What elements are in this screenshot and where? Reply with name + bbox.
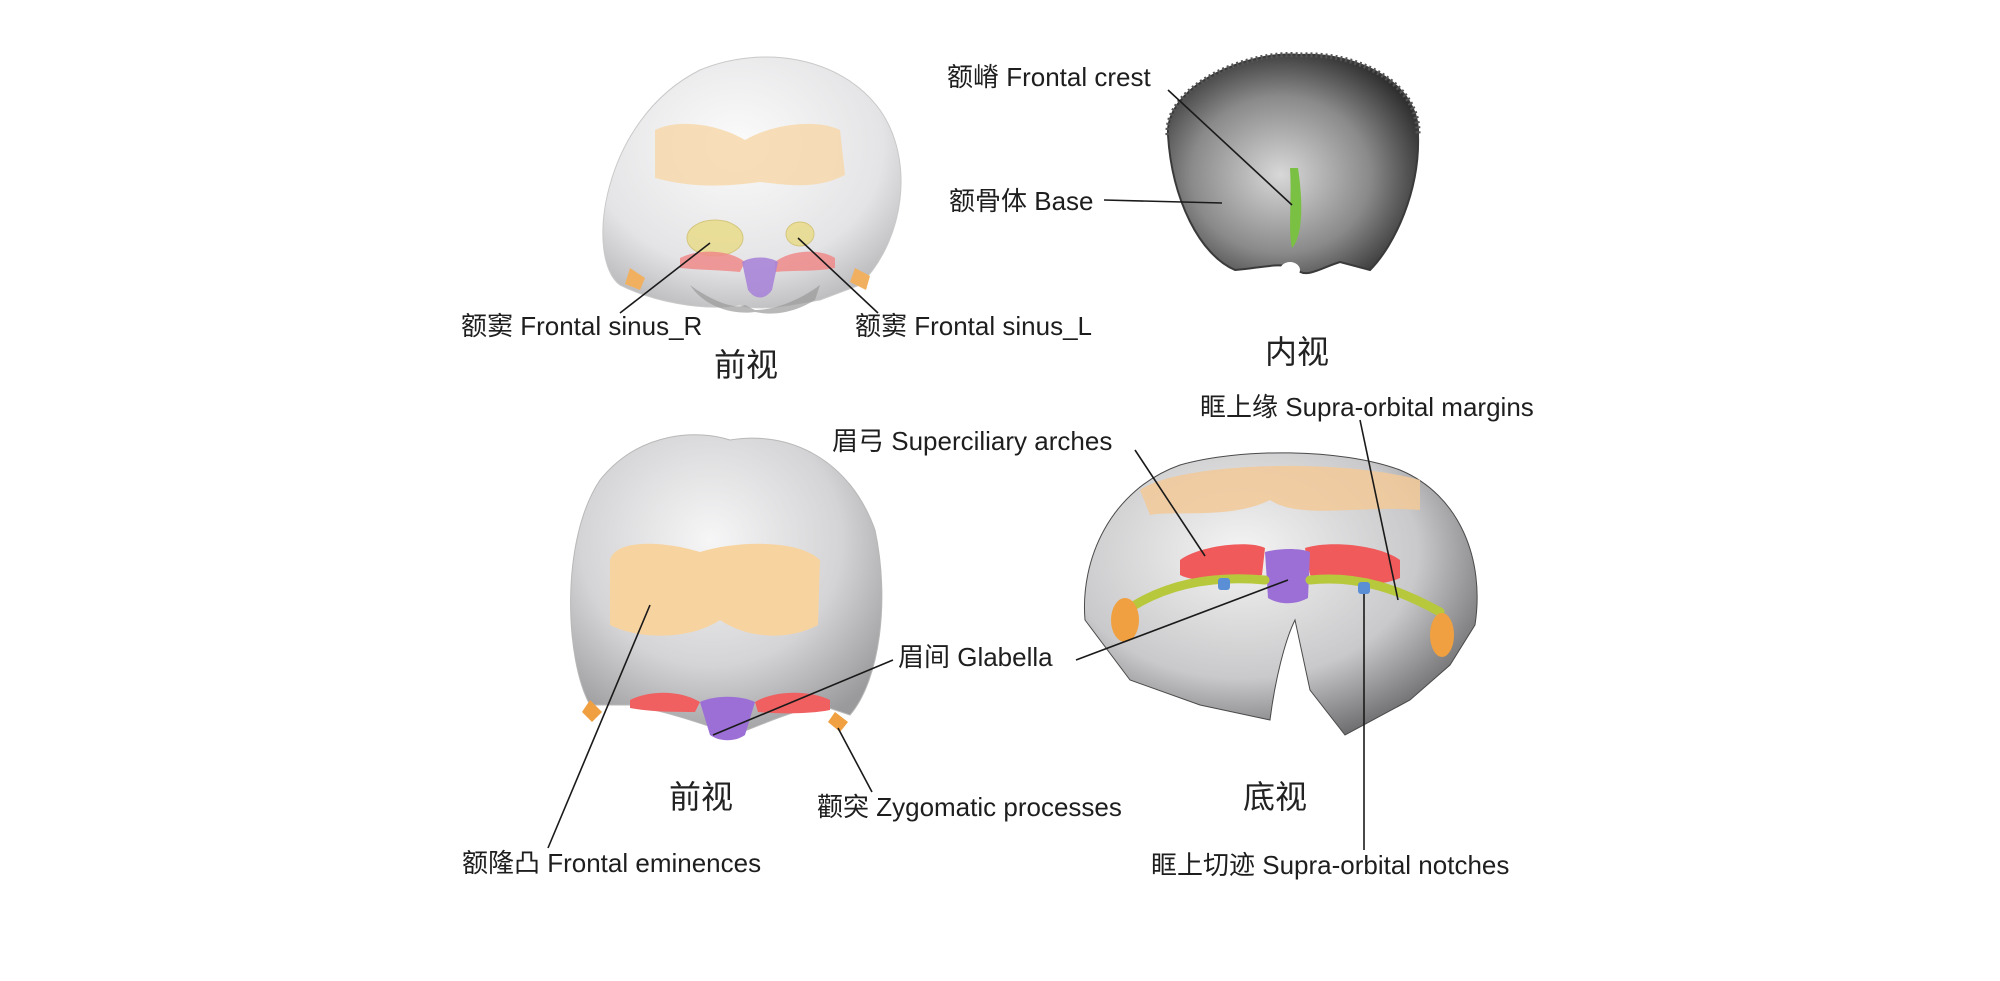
view-front-bottom (570, 434, 883, 741)
view-caption-bottom: 底视 (1243, 778, 1308, 816)
leader-frontal-sinus-l (797, 237, 879, 314)
view-caption-front-top: 前视 (714, 346, 779, 384)
leader-frontal-eminences (547, 604, 651, 849)
leader-zygomatic (837, 727, 873, 793)
supra-orbital-notch-shape (1358, 582, 1370, 594)
glabella-bottom (1265, 549, 1310, 604)
frontal-sinus-left-shape (785, 221, 815, 247)
label-base: 额骨体 Base (949, 186, 1094, 216)
frontal-eminence-front-top (655, 123, 845, 186)
superciliary-arch-bottom-right (1180, 544, 1265, 581)
label-frontal-crest: 额嵴 Frontal crest (947, 62, 1151, 92)
view-caption-front-bottom: 前视 (669, 778, 734, 816)
leader-frontal-sinus-r (619, 242, 711, 314)
frontal-eminence-bottom (1140, 465, 1420, 515)
leader-supra-orbital-margins (1359, 419, 1399, 601)
label-frontal-sinus-r: 额窦 Frontal sinus_R (461, 311, 703, 341)
crista-notch (1280, 262, 1300, 278)
label-supra-orbital-notches: 眶上切迹 Supra-orbital notches (1151, 850, 1510, 880)
label-superciliary-arches: 眉弓 Superciliary arches (832, 426, 1113, 456)
superciliary-arch-front-bottom (630, 692, 830, 714)
label-glabella: 眉间 Glabella (898, 642, 1053, 672)
superciliary-arch-front-top (680, 251, 835, 272)
zygomatic-bottom-right (1111, 598, 1139, 642)
label-frontal-eminences: 额隆凸 Frontal eminences (462, 848, 762, 878)
glabella-front-top (742, 257, 778, 298)
leader-superciliary-arches (1134, 449, 1206, 557)
leader-glabella-front-view (712, 659, 894, 736)
supra-orbital-notch-right-shape (1218, 578, 1230, 590)
label-frontal-sinus-l: 额窦 Frontal sinus_L (855, 311, 1092, 341)
view-front-top (602, 56, 902, 314)
frontal-sinus-right-shape (686, 219, 744, 257)
view-caption-internal: 内视 (1265, 333, 1330, 371)
orbital-underside-front-top (690, 285, 820, 314)
superciliary-arch-bottom-left (1305, 544, 1400, 585)
leader-frontal-crest (1167, 89, 1293, 206)
bone-rim-internal (1165, 52, 1421, 136)
frontal-eminence-front-bottom (610, 543, 820, 636)
leader-glabella-bottom-view (1075, 579, 1289, 661)
label-supra-orbital-margins: 眶上缘 Supra-orbital margins (1200, 392, 1534, 422)
leader-base (1103, 199, 1223, 204)
leader-lines (547, 89, 1399, 850)
view-bottom (1083, 452, 1478, 736)
glabella-front-bottom (700, 696, 755, 741)
view-internal-top (1165, 52, 1421, 278)
frontal-crest-shape (1290, 168, 1302, 248)
zygomatic-bottom-left (1430, 613, 1454, 657)
label-zygomatic-processes: 颧突 Zygomatic processes (817, 792, 1122, 822)
